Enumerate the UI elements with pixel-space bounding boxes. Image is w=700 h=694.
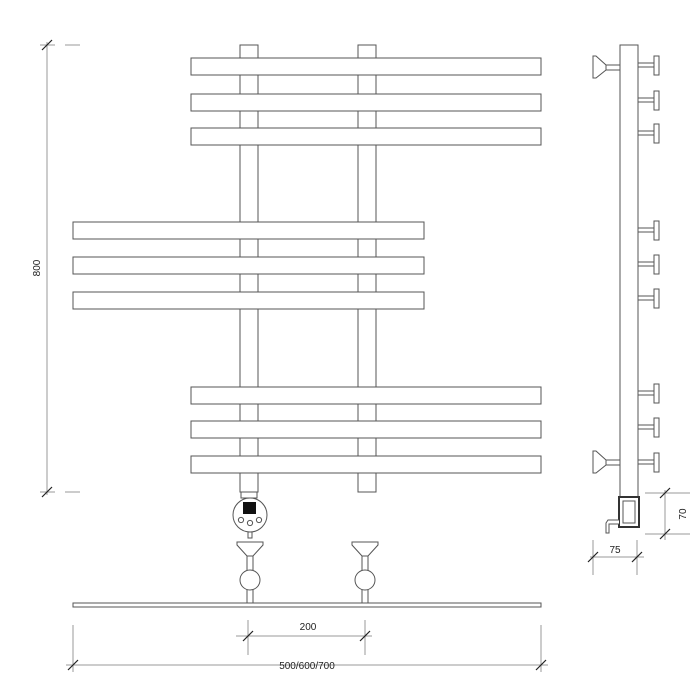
valve-funnel <box>236 541 264 557</box>
controller-plug <box>247 531 253 539</box>
valve-ball <box>239 569 261 591</box>
bar-stub <box>637 62 655 68</box>
bar-cap <box>653 383 660 404</box>
wall-mount-bracket <box>592 55 607 79</box>
towel-bar <box>190 93 542 112</box>
dimension-lines <box>40 39 690 672</box>
controller-button <box>246 519 254 527</box>
bar-stub <box>637 424 655 430</box>
bar-stub <box>637 459 655 465</box>
dimension-tick <box>587 551 599 563</box>
wall-mount-bracket <box>592 450 607 474</box>
valve-funnel <box>351 541 379 557</box>
bar-stub <box>637 390 655 396</box>
dimension-tick <box>41 486 53 498</box>
floor-line <box>72 602 542 608</box>
towel-bar <box>72 221 425 240</box>
width-dimension-label: 500/600/700 <box>279 661 335 672</box>
valve-ball <box>354 569 376 591</box>
dimension-tick <box>67 659 79 671</box>
dimension-tick <box>659 528 671 540</box>
controller-button <box>237 516 245 524</box>
controller-height-label: 70 <box>678 508 689 520</box>
towel-bar <box>190 420 542 439</box>
dimension-tick <box>535 659 547 671</box>
bar-stub <box>637 130 655 136</box>
bar-stub <box>637 261 655 267</box>
bar-cap <box>653 55 660 76</box>
dimension-tick <box>631 551 643 563</box>
bar-cap <box>653 288 660 309</box>
side-tube <box>619 44 639 498</box>
bar-stub <box>637 227 655 233</box>
bar-cap <box>653 254 660 275</box>
dimension-tick <box>242 630 254 642</box>
bar-cap <box>653 452 660 473</box>
controller-neck <box>240 491 258 499</box>
bar-cap <box>653 220 660 241</box>
towel-bar <box>190 455 542 474</box>
dimension-tick <box>659 487 671 499</box>
side-view <box>592 44 660 534</box>
bar-stub <box>637 97 655 103</box>
pipe-spacing-label: 200 <box>300 622 317 633</box>
height-dimension-label: 800 <box>32 259 43 276</box>
towel-bar <box>190 127 542 146</box>
towel-bar <box>72 256 425 275</box>
bar-stub <box>637 295 655 301</box>
towel-bar <box>72 291 425 310</box>
wall-mount-stem <box>605 64 621 71</box>
side-controller-inner <box>622 500 636 524</box>
dimension-tick <box>41 39 53 51</box>
wall-mount-stem <box>605 459 621 466</box>
bar-cap <box>653 90 660 111</box>
dimension-tick <box>359 630 371 642</box>
towel-bar <box>190 57 542 76</box>
towel-bar <box>190 386 542 405</box>
bar-cap <box>653 123 660 144</box>
controller-display <box>243 502 256 514</box>
side-depth-label: 75 <box>609 545 621 556</box>
side-cable-hook <box>605 519 619 534</box>
controller-button <box>255 516 263 524</box>
front-view <box>72 44 542 608</box>
bar-cap <box>653 417 660 438</box>
